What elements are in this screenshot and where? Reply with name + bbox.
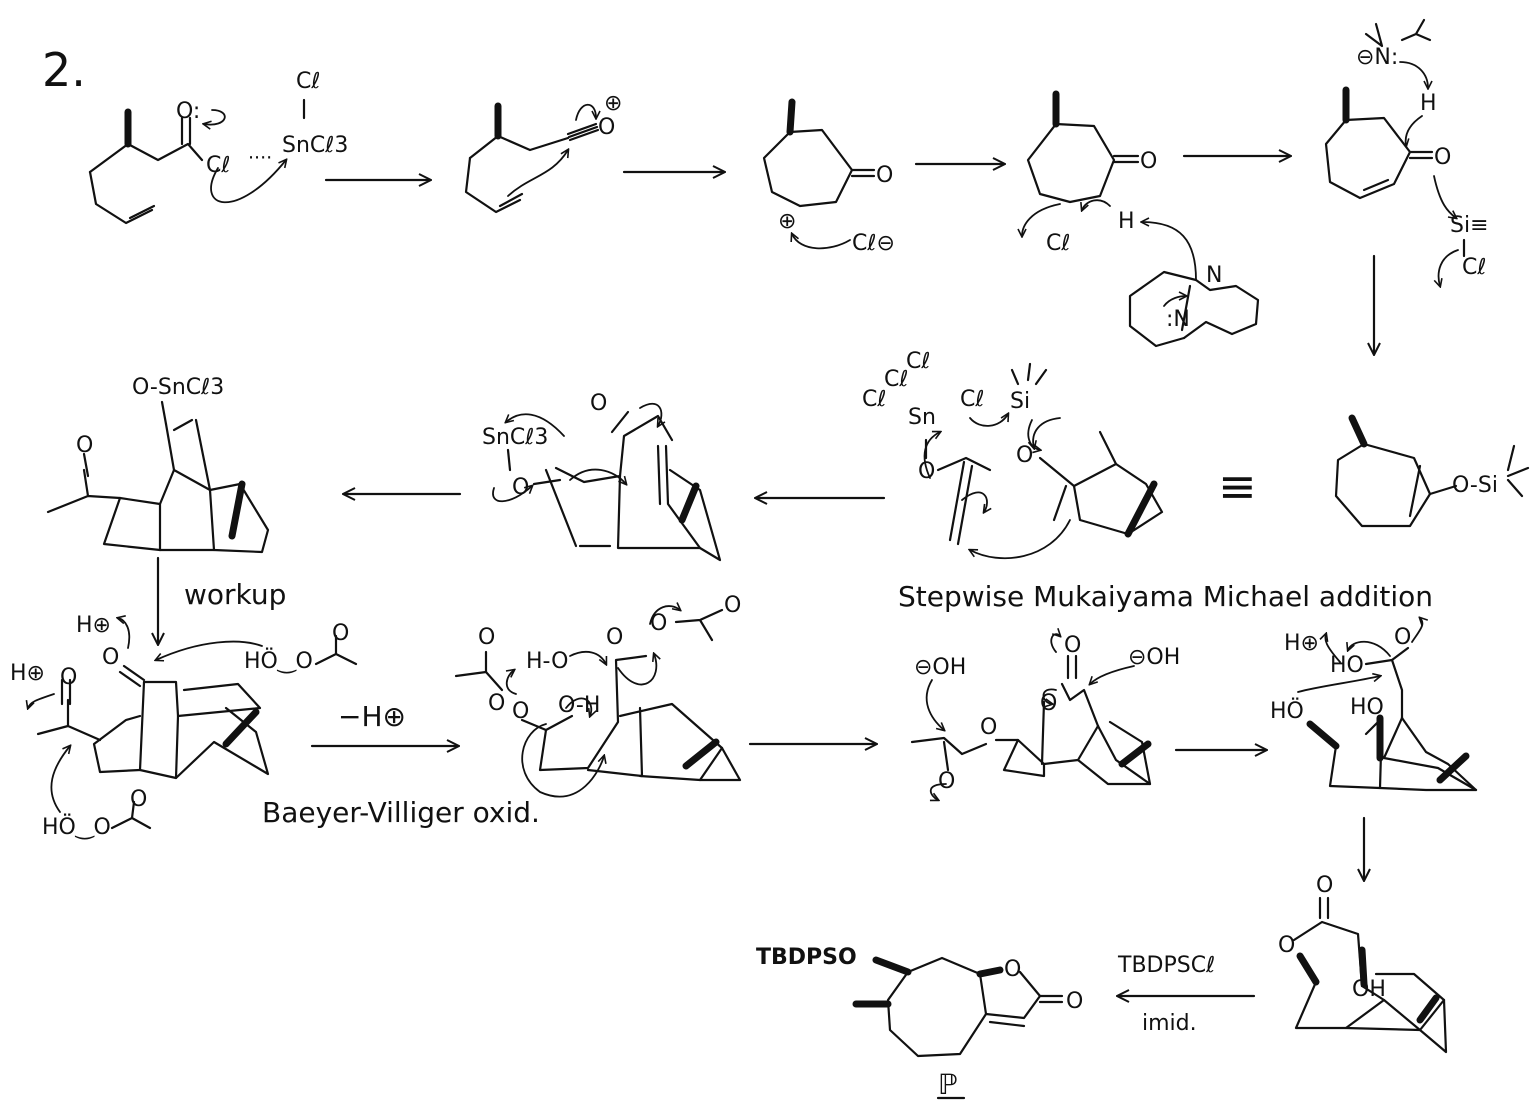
atom-o: O	[938, 769, 955, 794]
structure-diketone: H⊕ H⊕ O O HÖ‿O O HÖ‿O O	[10, 613, 358, 840]
hydroxyl: H-O	[526, 649, 568, 674]
atom-si-tms: Si≡	[1450, 213, 1489, 238]
atom-o: O	[980, 715, 997, 740]
atom-o-acylium: O	[598, 115, 615, 140]
caption-workup: workup	[184, 578, 286, 611]
atom-o: O	[488, 691, 505, 716]
atom-cl: Cℓ	[884, 367, 908, 392]
lda-base: ⊖N:	[1356, 45, 1398, 70]
hydroxyl: OH	[1352, 977, 1386, 1002]
atom-cl: Cℓ	[1046, 231, 1070, 256]
atom-sncl3: SnCℓ3	[482, 425, 548, 450]
atom-cl-acyl: Cℓ	[206, 153, 230, 178]
structure-cyclooctyl-cation: O ⊕ Cℓ⊖	[762, 98, 895, 256]
problem-number: 2.	[42, 43, 86, 97]
equivalence-sign: ≡	[1218, 459, 1257, 513]
atom-o: O	[724, 593, 741, 618]
atom-n-dbu-lone: :N	[1166, 307, 1190, 332]
hydroxyl: O-H	[558, 693, 600, 718]
structure-diester-hydrolysis: ⊖OH O O O O ⊖OH	[910, 633, 1180, 800]
atom-o: O	[512, 699, 529, 724]
atom-o: O	[1434, 145, 1451, 170]
atom-o-enol: O	[1016, 443, 1033, 468]
structure-acylium: O ⊕	[464, 91, 622, 214]
structure-michael-adduct: SnCℓ3 O O	[482, 391, 722, 562]
atom-cl-tms: Cℓ	[1462, 255, 1486, 280]
structure-hydroxy-acid: H⊕ HO O HÖ HO	[1270, 618, 1478, 792]
atom-cl: Cℓ	[862, 387, 886, 412]
hydroxide: ⊖OH	[1128, 645, 1180, 670]
atom-o-si: O-Si	[1452, 473, 1498, 498]
atom-o: O	[76, 433, 93, 458]
atom-o-lactone: O	[1004, 957, 1021, 982]
atom-o: O	[130, 787, 147, 812]
atom-o: O	[876, 163, 893, 188]
charge-plus: ⊕	[778, 209, 796, 234]
atom-cl: Cℓ	[906, 349, 930, 374]
atom-cl-tin: Cℓ	[296, 69, 320, 94]
atom-o-sncl3: O-SnCℓ3	[132, 375, 224, 400]
atom-o: O	[1140, 149, 1157, 174]
structure-dbu: N :N	[1128, 263, 1260, 348]
structure-criegee-intermediate: O O O H-O O-H O O O	[454, 593, 741, 798]
structure-tin-enolate: O-SnCℓ3 O	[46, 375, 270, 554]
atom-o: O	[102, 645, 119, 670]
atom-h: H	[1118, 209, 1135, 234]
structure-cyclooctenone: O H ⊖N: Si≡ Cℓ	[1324, 18, 1489, 286]
atom-o: O	[1066, 989, 1083, 1014]
caption-mukaiyama: Stepwise Mukaiyama Michael addition	[898, 580, 1433, 613]
atom-o: O	[1394, 625, 1411, 650]
charge-plus: ⊕	[604, 91, 622, 116]
structure-bicyclic-lactone: O O OH	[1278, 873, 1448, 1054]
proton: H⊕	[76, 613, 111, 638]
peracid: HÖ‿O	[244, 648, 313, 674]
caption-baeyer-villiger: Baeyer-Villiger oxid.	[262, 796, 540, 829]
atom-o: O	[590, 391, 607, 416]
atom-o: O	[332, 621, 349, 646]
atom-o: O	[1316, 873, 1333, 898]
chloride-anion: Cℓ⊖	[852, 231, 895, 256]
atom-n-dbu: N	[1206, 263, 1222, 288]
atom-o-enolate: O	[512, 475, 529, 500]
atom-si: Si	[1010, 389, 1030, 414]
atom-o: O	[478, 625, 495, 650]
atom-o: O	[1064, 633, 1081, 658]
atom-h: H	[1420, 91, 1437, 116]
proton: H⊕	[10, 661, 45, 686]
structure-silyl-enol-ether: O-Si	[1334, 414, 1530, 528]
reagent-tbdpscl: TBDPSCℓ	[1117, 953, 1215, 978]
atom-cl-bridge: Cℓ	[960, 387, 984, 412]
structure-acid-chloride: O: Cℓ ···· SnCℓ3 Cℓ	[88, 69, 348, 225]
atom-o: O	[650, 611, 667, 636]
otbdps-group: TBDPSO	[756, 945, 857, 970]
product-label: ℙ	[938, 1068, 958, 1101]
atom-o-lactone: O	[1278, 933, 1295, 958]
caption-minus-h: −H⊕	[338, 700, 406, 733]
alcohol-ho: HÖ	[1270, 698, 1304, 724]
atom-sncl3: SnCℓ3	[282, 133, 348, 158]
dots-coordination: ····	[248, 147, 272, 169]
atom-o-acyl: O:	[176, 99, 200, 124]
atom-sn: Sn	[908, 405, 936, 430]
atom-o: O	[60, 665, 77, 690]
atom-o: O	[606, 625, 623, 650]
reagent-imidazole: imid.	[1142, 1011, 1197, 1036]
structure-chloroketone: O Cℓ H	[1022, 90, 1197, 281]
structure-mukaiyama-complex: Cℓ Cℓ Cℓ Sn Cℓ Si O O	[862, 349, 1164, 560]
hydroxide: ⊖OH	[914, 655, 966, 680]
structure-product-p: TBDPSO O O	[756, 945, 1083, 1058]
peracid: HÖ‿O	[42, 814, 111, 840]
proton: H⊕	[1284, 631, 1319, 656]
